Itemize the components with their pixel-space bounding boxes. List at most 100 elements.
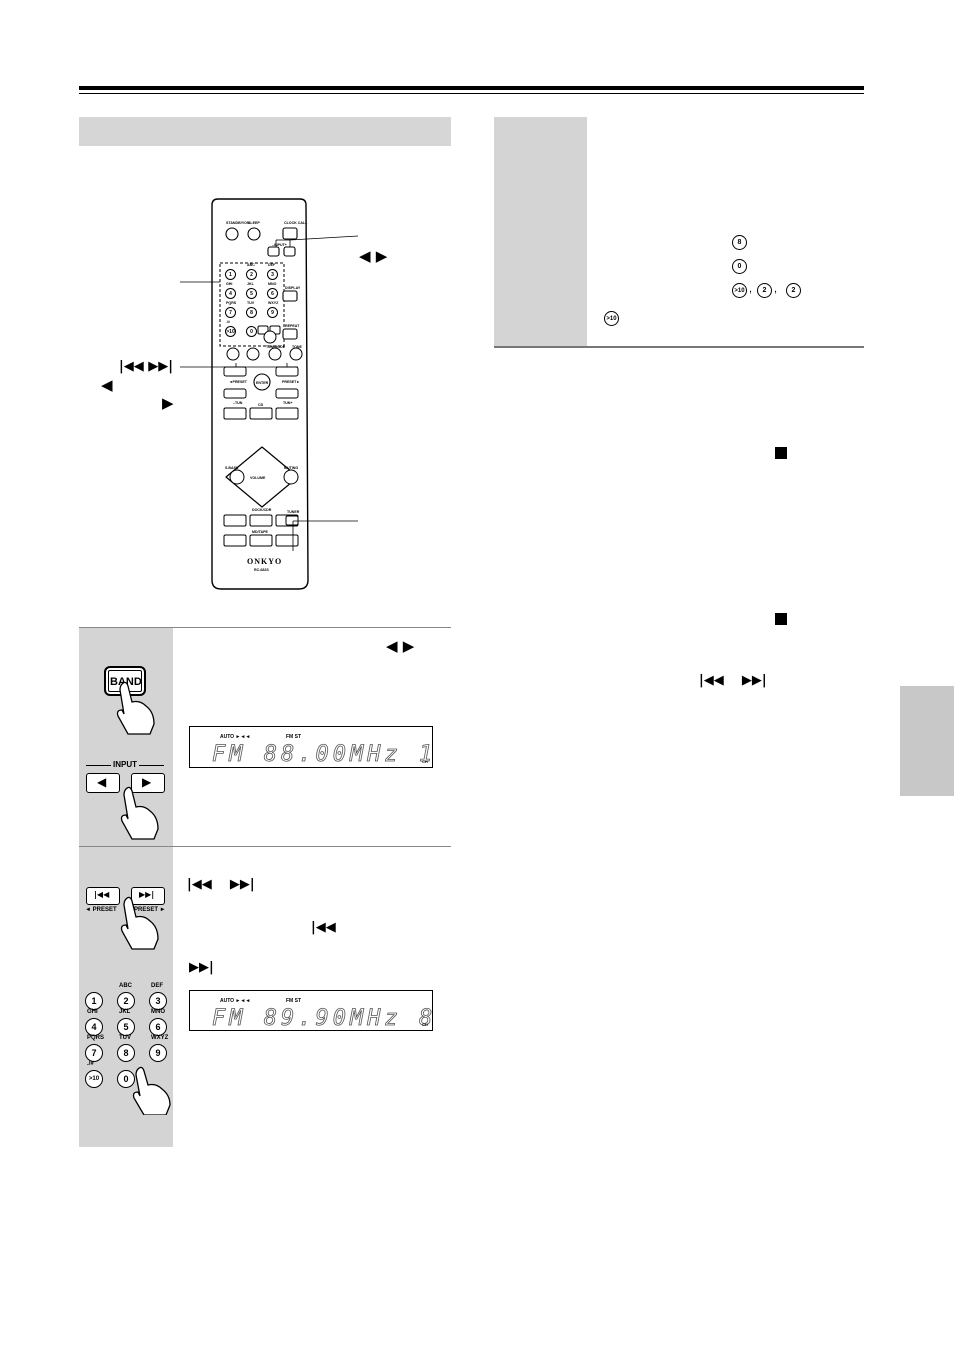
lcd-fmst-indicator-2: FM ST: [286, 998, 301, 1004]
keypad-key-4[interactable]: 5: [117, 1018, 135, 1036]
lcd-display-step1: AUTO ►◄◄ FM ST FM 88.00MHz 1 CH: [189, 726, 433, 768]
hand-pointer-icon-4: [132, 1066, 171, 1115]
keypad-key-2[interactable]: 3: [149, 992, 167, 1010]
header-rule-thick: [79, 86, 864, 90]
remote-key-6[interactable]: 7: [225, 307, 236, 318]
input-right-button[interactable]: ▶: [131, 773, 165, 793]
keypad-key-6[interactable]: 7: [85, 1044, 103, 1062]
remote-key-1[interactable]: 2: [246, 269, 257, 280]
remote-key-sub-label: MNO: [268, 282, 277, 286]
remote-key-sub-label: ./#: [226, 320, 230, 324]
remote-input-label: –INPUT+: [272, 243, 287, 247]
step2-top-rule: [79, 846, 451, 847]
preset-left-button[interactable]: |◀◀: [86, 887, 120, 905]
preset-left-label: ◄ PRESET: [85, 907, 117, 913]
remote-key-sub-label: WXYZ: [268, 301, 279, 305]
input-group-label: INPUT: [111, 760, 139, 769]
keypad-sub-label: DEF: [151, 983, 163, 989]
keypad-key-9[interactable]: >10: [85, 1070, 103, 1088]
remote-sleep-label: SLEEP: [248, 221, 260, 225]
lcd-frequency: FM 88.00MHz 1: [212, 742, 437, 768]
remote-key-sub-label: JKL: [247, 282, 254, 286]
hand-pointer-icon: [116, 681, 155, 735]
callout-left-glyph: ◀: [101, 376, 113, 394]
header-rule-thin: [79, 93, 864, 94]
right-box-bottom-rule: [494, 346, 864, 348]
remote-enter-label: ENTER: [256, 381, 269, 385]
keypad-key-10[interactable]: 0: [117, 1070, 135, 1088]
remote-illustration: [176, 195, 420, 595]
keypad-sub-label: WXYZ: [151, 1035, 169, 1041]
comma-separator-2: ,: [774, 283, 778, 295]
number-gt10-button-icon-b: >10: [604, 311, 619, 326]
lcd-auto-indicator: AUTO ►◄◄: [220, 734, 251, 740]
comma-separator: ,: [749, 283, 753, 295]
section-title-bar: [79, 117, 451, 146]
remote-model-label: RC-682S: [254, 568, 269, 572]
keypad-key-5[interactable]: 6: [149, 1018, 167, 1036]
step1-left-right-glyph: ◀ ▶: [386, 637, 415, 655]
remote-key-10[interactable]: 0: [246, 326, 257, 337]
remote-preset-right-label: PRESET►: [282, 380, 300, 384]
remote-tun-right-label: TUN+: [283, 401, 293, 405]
preset-right-button[interactable]: ▶▶|: [131, 887, 165, 905]
keypad-key-3[interactable]: 4: [85, 1018, 103, 1036]
remote-key-0[interactable]: 1: [225, 269, 236, 280]
remote-key-5[interactable]: 6: [267, 288, 278, 299]
remote-repeat-label: REPEAT: [285, 324, 300, 328]
remote-key-8[interactable]: 9: [267, 307, 278, 318]
remote-dock-label: DOCK/CDR: [252, 508, 272, 512]
number-2-button-icon-b: 2: [786, 283, 801, 298]
step2-next-glyph: ▶▶|: [189, 960, 214, 975]
triangle-right-icon: ▶: [142, 775, 152, 789]
right-skip-glyph: |◀◀ ▶▶|: [699, 673, 767, 688]
remote-key-4[interactable]: 5: [246, 288, 257, 299]
triangle-left-icon: ◀: [97, 775, 107, 789]
remote-key-3[interactable]: 4: [225, 288, 236, 299]
remote-md-label: MD/TAPE: [252, 530, 268, 534]
remote-key-sub-label: TUV: [247, 301, 255, 305]
remote-key-9[interactable]: >10: [225, 326, 236, 337]
keypad-sub-label: ./#: [87, 1061, 94, 1067]
keypad-key-1[interactable]: 2: [117, 992, 135, 1010]
keypad-sub-label: MNO: [151, 1009, 165, 1015]
keypad-sub-label: TUV: [119, 1035, 131, 1041]
number-8-button-icon: 8: [732, 235, 747, 250]
stop-square-icon: [775, 447, 787, 459]
remote-cd-label: CD: [258, 403, 264, 407]
remote-standby-label: STANDBY/ON: [226, 221, 250, 225]
step2-skip-glyph: |◀◀ ▶▶|: [187, 877, 255, 892]
hand-pointer-icon-3: [120, 896, 159, 950]
remote-preset-left-label: ◄PRESET: [229, 380, 247, 384]
keypad-sub-label: JKL: [119, 1009, 131, 1015]
preset-right-label: PRESET ►: [134, 907, 166, 913]
keypad-key-8[interactable]: 9: [149, 1044, 167, 1062]
remote-brand-logo: ONKYO: [247, 557, 283, 566]
right-box-gray-panel: [494, 117, 587, 347]
remote-volume-label: VOLUME: [250, 476, 266, 480]
remote-tuner-label: TUNER: [287, 510, 300, 514]
stop-square-icon-2: [775, 613, 787, 625]
skip-next-icon: ▶▶|: [139, 890, 155, 899]
input-left-button[interactable]: ◀: [86, 773, 120, 793]
lcd-display-step2: AUTO ►◄◄ FM ST FM 89.90MHz 8 CH: [189, 990, 433, 1031]
hand-pointer-icon-2: [120, 786, 159, 840]
remote-key-7[interactable]: 8: [246, 307, 257, 318]
remote-muting-label: MUTING: [284, 466, 299, 470]
remote-clock-label: CLOCK CALL: [284, 221, 308, 225]
keypad-sub-label: GHI: [87, 1009, 98, 1015]
lcd-fmst-indicator: FM ST: [286, 734, 301, 740]
keypad-sub-label: ABC: [119, 983, 132, 989]
lcd-ch-indicator: CH: [422, 759, 428, 764]
remote-key-sub-label: PQRS: [226, 301, 237, 305]
keypad-sub-label: PQRS: [87, 1035, 105, 1041]
keypad-key-0[interactable]: 1: [85, 992, 103, 1010]
number-gt10-button-icon: >10: [732, 283, 747, 298]
remote-key-sub-label: ABC: [247, 263, 255, 267]
lcd-frequency-2: FM 89.90MHz 8: [212, 1006, 437, 1032]
remote-tunmode-label: TUN/MODE: [266, 345, 286, 349]
keypad-key-7[interactable]: 8: [117, 1044, 135, 1062]
remote-key-2[interactable]: 3: [267, 269, 278, 280]
chapter-side-tab: [900, 686, 954, 796]
remote-display-label: DISPLAY: [285, 286, 301, 290]
